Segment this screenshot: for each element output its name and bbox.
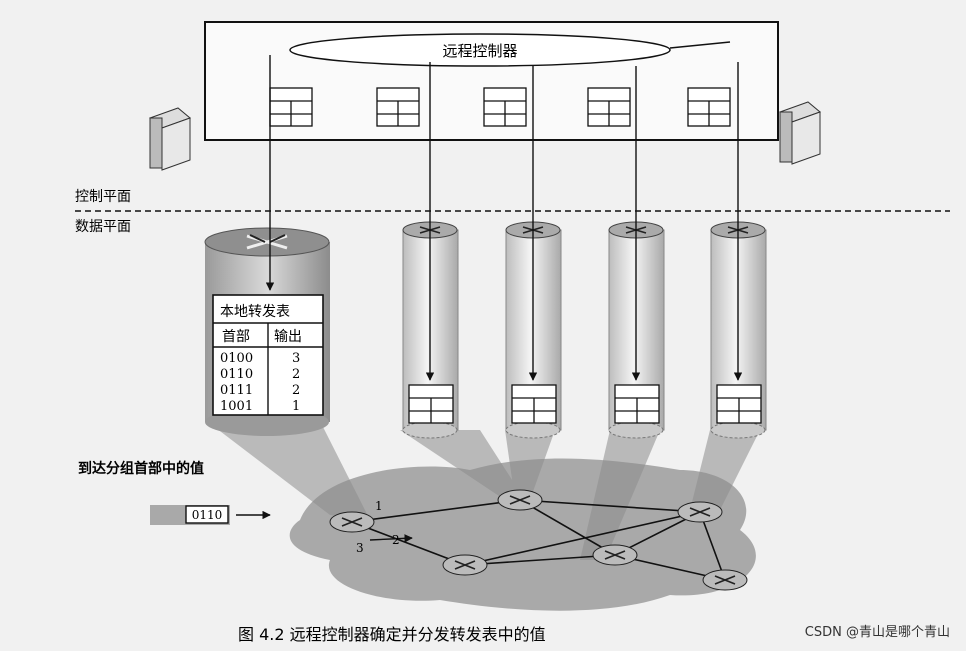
data-plane-label: 数据平面 [75,219,131,235]
figure-caption: 图 4.2 远程控制器确定并分发转发表中的值 [238,625,546,644]
control-plane-label: 控制平面 [75,189,131,205]
big-router-icon [249,234,286,243]
table-row-output: 1 [292,399,300,414]
controller-tables [269,87,731,127]
table-row-header: 0110 [220,367,253,382]
packet-box [185,505,229,524]
router-node-icon [702,569,748,591]
router-node-icon [497,489,543,511]
controller-ellipse [289,33,671,67]
table-row-header: 0100 [220,351,253,366]
table-row-output: 2 [292,367,300,382]
local-forwarding-table [212,294,324,416]
table-col-header: 首部 [222,329,250,345]
router-node-icon [677,501,723,523]
server-right-icon [779,101,821,165]
control-arrows [265,41,743,381]
table-title: 本地转发表 [220,304,290,320]
network-cloud [289,458,756,611]
watermark: CSDN @青山是哪个青山 [805,625,950,640]
projection-beams [212,425,760,560]
port2-arrow [369,534,413,543]
router-node-icon [592,544,638,566]
port-label-2: 2 [392,533,400,547]
table-row-header: 1001 [220,399,253,414]
controller-label: 远程控制器 [442,42,517,60]
table-row-header: 0111 [220,383,253,398]
table-col-output: 输出 [274,329,302,345]
server-left-icon [149,107,191,171]
arrival-label: 到达分组首部中的值 [78,460,204,477]
router-tables [408,384,762,424]
packet-value: 0110 [192,508,223,522]
router-node-icon [329,511,375,533]
network-routers [329,489,748,591]
table-row-output: 2 [292,383,300,398]
port-label-1: 1 [375,499,383,513]
port-label-3: 3 [356,541,364,555]
table-row-output: 3 [292,351,300,366]
router-node-icon [442,554,488,576]
